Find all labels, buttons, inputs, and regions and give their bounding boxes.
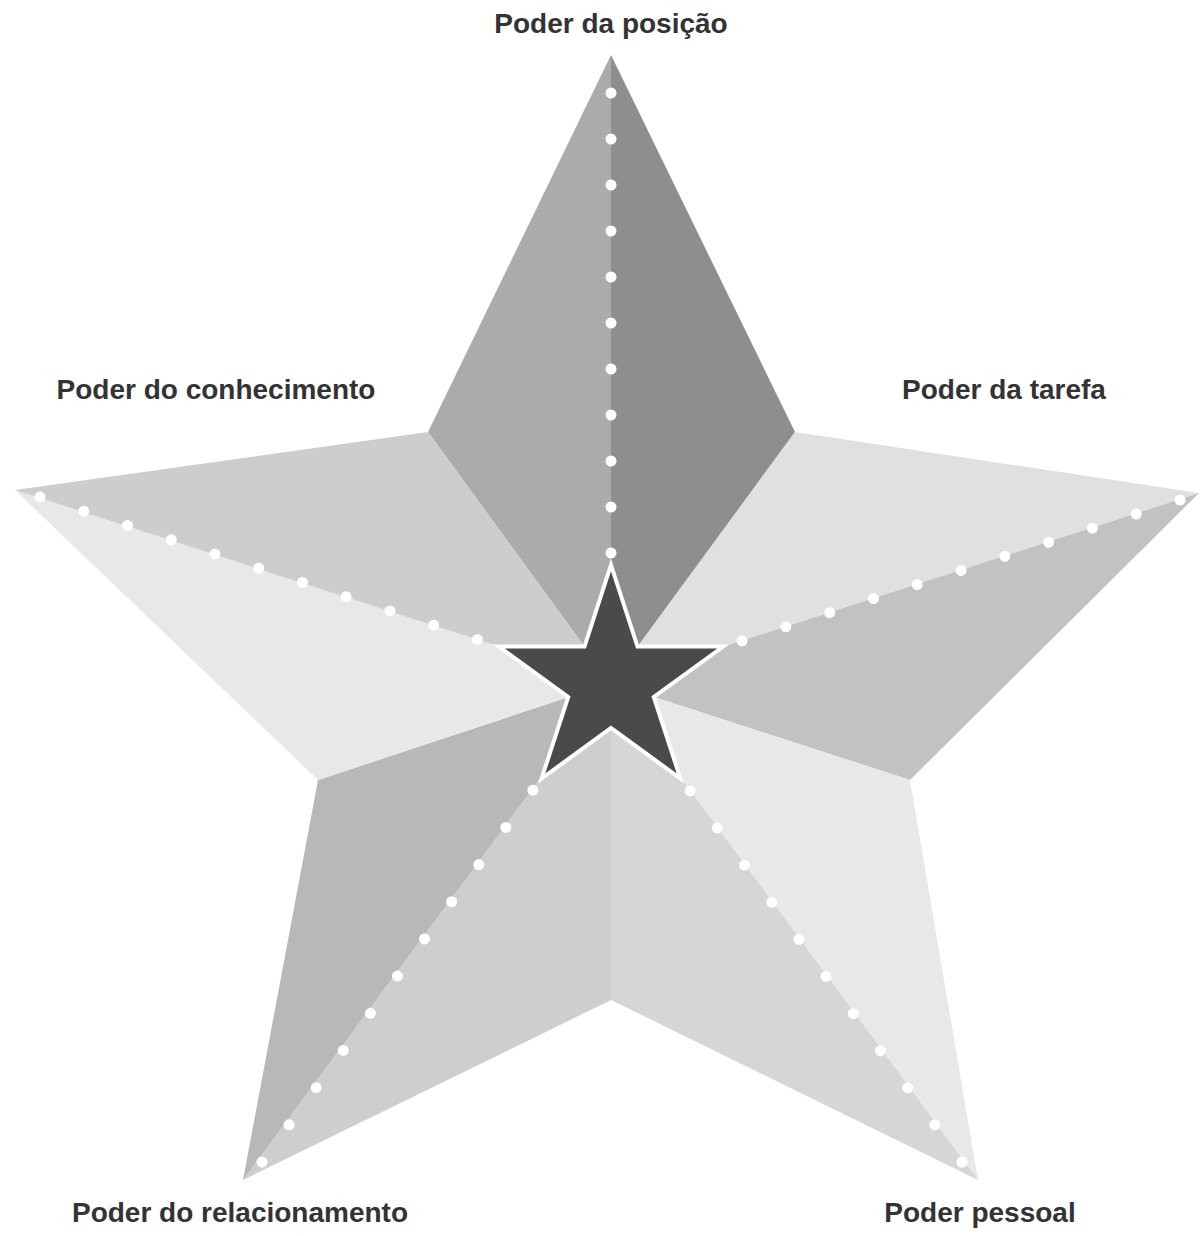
point-label: Poder do conhecimento	[57, 373, 376, 407]
center-star	[499, 565, 723, 779]
dotted-ridges	[40, 93, 1180, 1162]
point-label: Poder pessoal	[884, 1196, 1075, 1230]
star-facets	[15, 55, 1199, 1180]
point-label: Poder da tarefa	[902, 373, 1106, 407]
point-label: Poder do relacionamento	[72, 1196, 408, 1230]
point-label: Poder da posição	[494, 7, 727, 41]
